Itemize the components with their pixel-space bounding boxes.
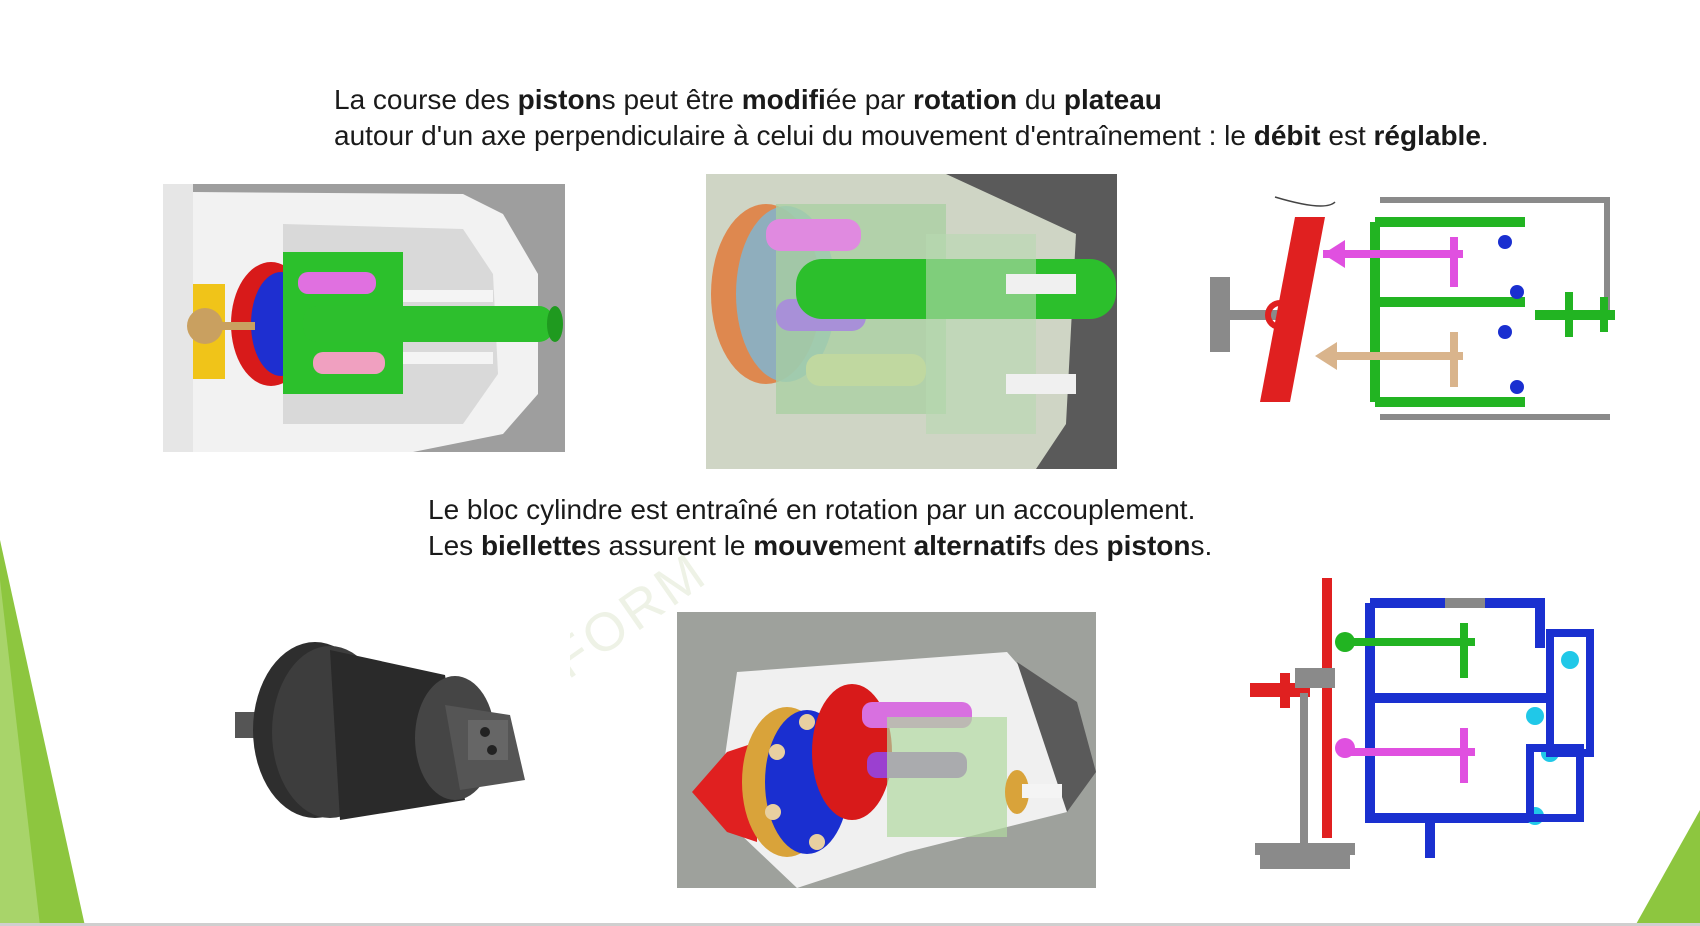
bold-run: débit bbox=[1253, 120, 1321, 151]
cutaway-pump-image-1 bbox=[163, 184, 565, 452]
middle-caption: Le bloc cylindre est entraîné en rotatio… bbox=[428, 492, 1212, 564]
middle-caption-line-2: Les biellettes assurent le mouvement alt… bbox=[428, 528, 1212, 564]
bold-run: piston bbox=[1106, 530, 1191, 561]
text-run: s. bbox=[1190, 530, 1213, 561]
middle-caption-line-1: Le bloc cylindre est entraîné en rotatio… bbox=[428, 492, 1212, 528]
top-caption: La course des pistons peut être modifiée… bbox=[334, 82, 1489, 154]
motor-photo bbox=[230, 620, 570, 860]
right-green-triangle bbox=[1635, 810, 1700, 926]
text-run: s des bbox=[1031, 530, 1107, 561]
cutaway-pump-image-2 bbox=[706, 174, 1117, 469]
bold-run: rotation bbox=[912, 84, 1018, 115]
text-run: Les bbox=[428, 530, 481, 561]
top-caption-line-1: La course des pistons peut être modifiée… bbox=[334, 82, 1489, 118]
text-run: ée par bbox=[825, 84, 913, 115]
schematic-diagram-2 bbox=[1250, 578, 1630, 878]
bold-run: réglable bbox=[1373, 120, 1481, 151]
text-run: s assurent le bbox=[586, 530, 754, 561]
text-run: ment bbox=[843, 530, 914, 561]
schematic-diagram-1 bbox=[1205, 192, 1625, 432]
bold-run: mouve bbox=[753, 530, 844, 561]
cutaway-motor-image bbox=[677, 612, 1096, 888]
text-run: La course des bbox=[334, 84, 518, 115]
bottom-rule bbox=[0, 923, 1700, 926]
text-run: . bbox=[1480, 120, 1489, 151]
bold-run: alternatif bbox=[913, 530, 1032, 561]
text-run: du bbox=[1017, 84, 1064, 115]
left-green-triangle bbox=[0, 540, 85, 926]
text-run: est bbox=[1320, 120, 1374, 151]
top-caption-line-2: autour d'un axe perpendiculaire à celui … bbox=[334, 118, 1489, 154]
bold-run: piston bbox=[517, 84, 602, 115]
bold-run: modifi bbox=[741, 84, 826, 115]
text-run: s peut être bbox=[601, 84, 742, 115]
text-run: autour d'un axe perpendiculaire à celui … bbox=[334, 120, 1254, 151]
bold-run: biellette bbox=[480, 530, 587, 561]
bold-run: plateau bbox=[1063, 84, 1162, 115]
text-run: Le bloc cylindre est entraîné en rotatio… bbox=[428, 494, 1196, 525]
